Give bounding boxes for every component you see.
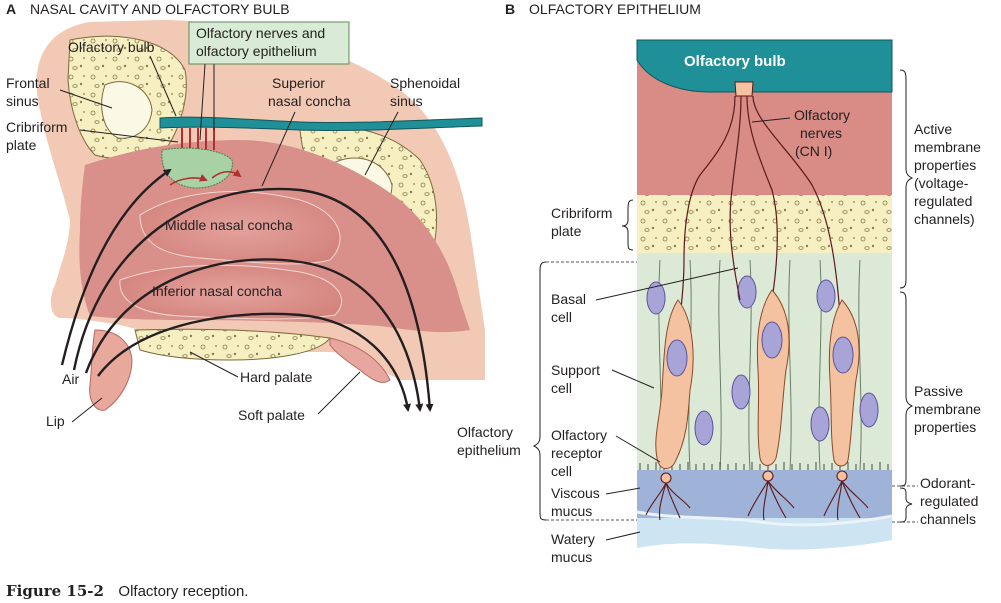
label-superior-concha-1: Superior (272, 75, 325, 91)
svg-text:Basal cell: Basal cell (551, 291, 590, 325)
label-olfactory-epithelium-2: epithelium (457, 442, 521, 458)
svg-text:B OLFACTORY EPITHELIUM: B OLFACTORY EPITHELIUM (505, 1, 701, 17)
label-sphenoidal-sinus-1: Sphenoidal (390, 75, 460, 91)
label-nerves-epithelium-2: olfactory epithelium (196, 43, 317, 59)
label-cribriform-a-1: Cribriform (6, 119, 67, 135)
label-nerves-epithelium-1: Olfactory nerves and (196, 25, 325, 41)
label-odorant-3: channels (920, 511, 976, 527)
svg-text:Olfactory receptor: Olfactory receptor cell (551, 427, 611, 479)
svg-text:Viscous mucus: Viscous mucus (551, 485, 604, 519)
label-hard-palate: Hard palate (240, 369, 313, 385)
svg-text:Cribriform plate: Cribriform plate (551, 205, 616, 239)
label-receptor-cell-3: cell (551, 463, 572, 479)
receptor-nuclei (666, 321, 854, 377)
label-soft-palate: Soft palate (238, 407, 305, 423)
airflow-olfactory-2 (211, 169, 242, 179)
label-basal-cell-2: cell (551, 309, 572, 325)
airflow-olfactory (169, 174, 208, 186)
label-passive-2: membrane (914, 401, 981, 417)
support-nuclei (646, 275, 879, 446)
svg-text:Olfactory epithelium: Olfactory epithelium (457, 424, 521, 458)
svg-text:A NASAL CAVITY AND OLFAC: A NASAL CAVITY AND OLFACTORY BULB (6, 1, 290, 17)
label-active-1: Active (914, 121, 952, 137)
label-active-6: channels) (914, 211, 975, 227)
label-watery-mucus-2: mucus (551, 549, 592, 565)
odorant-dash (892, 485, 918, 523)
label-cribriform-b-2: plate (551, 223, 582, 239)
label-frontal-sinus-2: sinus (6, 93, 39, 109)
receptor-cilia (645, 470, 869, 521)
svg-text:Olfactory nerves (: Olfactory nerves (CN I) (794, 107, 854, 159)
label-active-5: regulated (914, 193, 972, 209)
label-receptor-cell-2: receptor (551, 445, 603, 461)
soft-palate (329, 337, 391, 383)
label-olfactory-nerves-b-3: (CN I) (795, 143, 832, 159)
olfactory-epithelium-a (161, 147, 233, 189)
label-sphenoidal-sinus-2: sinus (390, 93, 423, 109)
lip (89, 329, 133, 411)
label-odorant-1: Odorant- (920, 475, 976, 491)
svg-text:Watery mucus: Watery mucus (551, 531, 599, 565)
panel-b-title: OLFACTORY EPITHELIUM (529, 1, 701, 17)
label-support-cell-2: cell (551, 380, 572, 396)
svg-text:Olfactory nerves and olf: Olfactory nerves and olfactory epitheliu… (196, 25, 329, 59)
label-viscous-mucus-2: mucus (551, 503, 592, 519)
epithelium-dashes (546, 261, 637, 521)
watery-mucus-layer (637, 518, 892, 550)
label-active-2: membrane (914, 139, 981, 155)
brace-passive (899, 291, 914, 487)
brace-odorant (899, 487, 913, 523)
svg-text:Passive membrane p: Passive membrane properties (914, 383, 985, 435)
svg-text:Cribriform plate: Cribriform plate (6, 119, 71, 153)
label-odorant-2: regulated (920, 493, 978, 509)
label-receptor-cell-1: Olfactory (551, 427, 607, 443)
nerves-epithelium-box (188, 21, 350, 65)
label-cribriform-b-1: Cribriform (551, 205, 612, 221)
label-passive-3: properties (914, 419, 976, 435)
caption-label: Figure 15-2 (6, 582, 104, 600)
frontal-sinus (101, 81, 153, 139)
label-lip: Lip (46, 413, 65, 429)
brace-epithelium (532, 261, 547, 521)
panel-a: A NASAL CAVITY AND OLFACTORY BULB (6, 1, 485, 429)
panel-b: B OLFACTORY EPITHELIUM (457, 1, 985, 565)
svg-text:Odorant- regulated: Odorant- regulated channels (920, 475, 982, 527)
label-support-cell-1: Support (551, 362, 600, 378)
label-air: Air (62, 371, 79, 387)
olfactory-bulb-a (159, 116, 483, 132)
brace-active (899, 69, 914, 289)
label-watery-mucus-1: Watery (551, 531, 595, 547)
cribriform-brace (621, 199, 634, 251)
label-passive-1: Passive (914, 383, 963, 399)
nerve-bundle (734, 81, 754, 97)
label-inferior-concha: Inferior nasal concha (152, 283, 282, 299)
label-frontal-sinus-1: Frontal (6, 75, 50, 91)
label-olfactory-epithelium-1: Olfactory (457, 424, 513, 440)
olfactory-bulb-b (636, 39, 893, 93)
label-middle-concha: Middle nasal concha (165, 217, 293, 233)
svg-text:Figure 15-2 Olfactory rece: Figure 15-2 Olfactory reception. (6, 582, 248, 600)
label-viscous-mucus-1: Viscous (551, 485, 600, 501)
airflow (60, 168, 434, 412)
svg-text:Superior nasal concha: Superior nasal concha (268, 75, 351, 109)
label-active-3: properties (914, 157, 976, 173)
svg-text:Sphenoidal sinus: Sphenoidal sinus (390, 75, 464, 109)
label-olfactory-bulb-a: Olfactory bulb (68, 39, 155, 55)
caption-text: Olfactory reception. (118, 583, 248, 600)
panel-a-title: NASAL CAVITY AND OLFACTORY BULB (30, 1, 290, 17)
olfactory-nerves-a (181, 128, 215, 150)
svg-text:Active membrane pr: Active membrane properties (voltage- reg… (914, 121, 985, 227)
label-olfactory-nerves-b-2: nerves (800, 125, 842, 141)
svg-text:Frontal sinus: Frontal sinus (6, 75, 53, 109)
panel-a-letter: A (6, 1, 16, 17)
label-basal-cell-1: Basal (551, 291, 586, 307)
label-superior-concha-2: nasal concha (268, 93, 351, 109)
label-bulb-b: Olfactory bulb (684, 53, 786, 70)
svg-text:Support cell: Support cell (551, 362, 604, 396)
label-olfactory-nerves-b-1: Olfactory (794, 107, 850, 123)
label-active-4: (voltage- (914, 175, 969, 191)
panel-b-letter: B (505, 1, 515, 17)
label-cribriform-a-2: plate (6, 137, 37, 153)
